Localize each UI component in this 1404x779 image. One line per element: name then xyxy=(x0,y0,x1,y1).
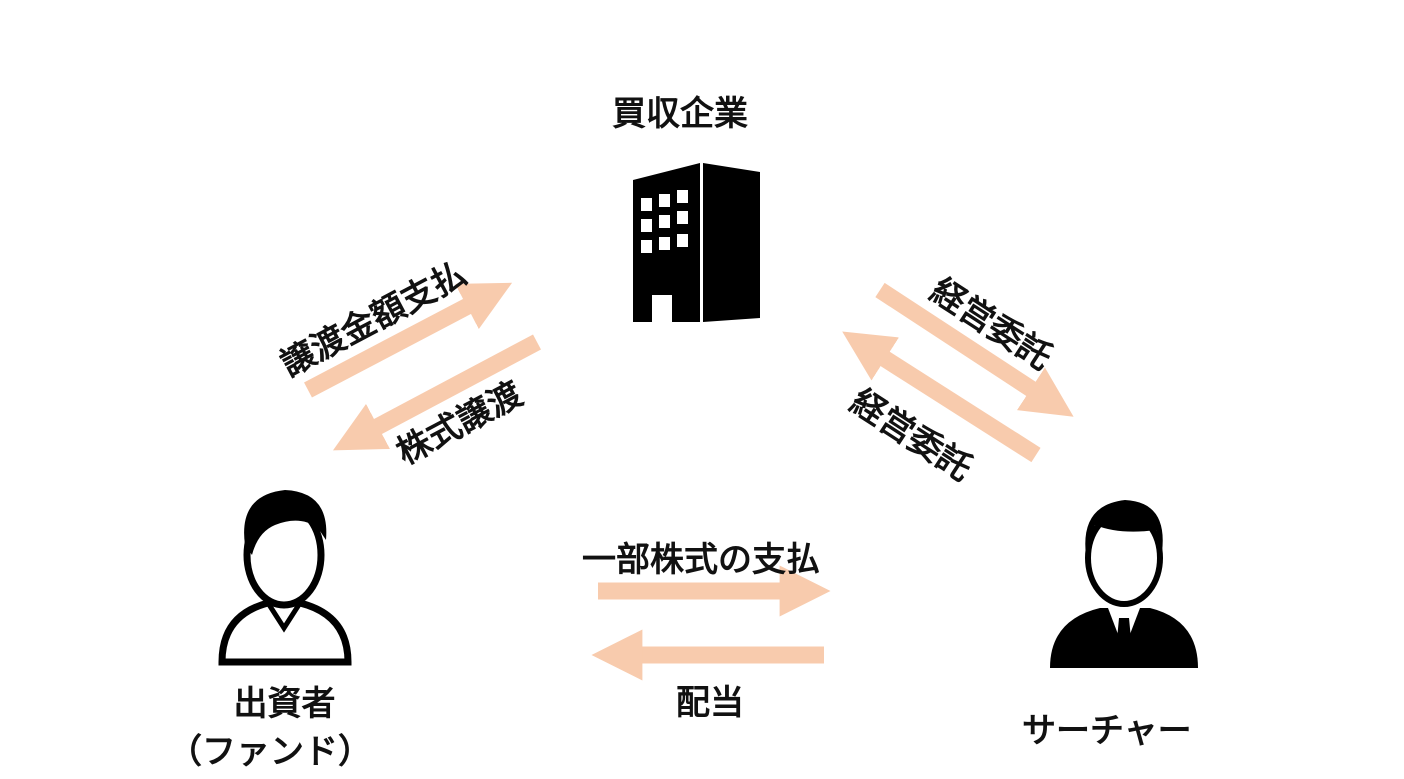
arrow-acquirer-to-searcher xyxy=(875,282,1074,417)
investor-sublabel: （ファンド） xyxy=(168,732,372,772)
businessman-icon xyxy=(1050,500,1198,668)
searcher-label: サーチャー xyxy=(1022,711,1192,751)
person-icon xyxy=(218,490,352,666)
acquirer-label: 買収企業 xyxy=(612,94,748,134)
building-icon xyxy=(633,163,760,322)
arrow-investor-to-acquirer xyxy=(304,282,513,398)
flow-label-dividend: 配当 xyxy=(676,683,744,723)
arrow-acquirer-to-investor xyxy=(332,334,541,451)
investor-label: 出資者 xyxy=(233,684,336,724)
arrow-searcher-to-acquirer xyxy=(842,331,1041,463)
flow-label-partial-share-payment: 一部株式の支払 xyxy=(582,540,820,580)
